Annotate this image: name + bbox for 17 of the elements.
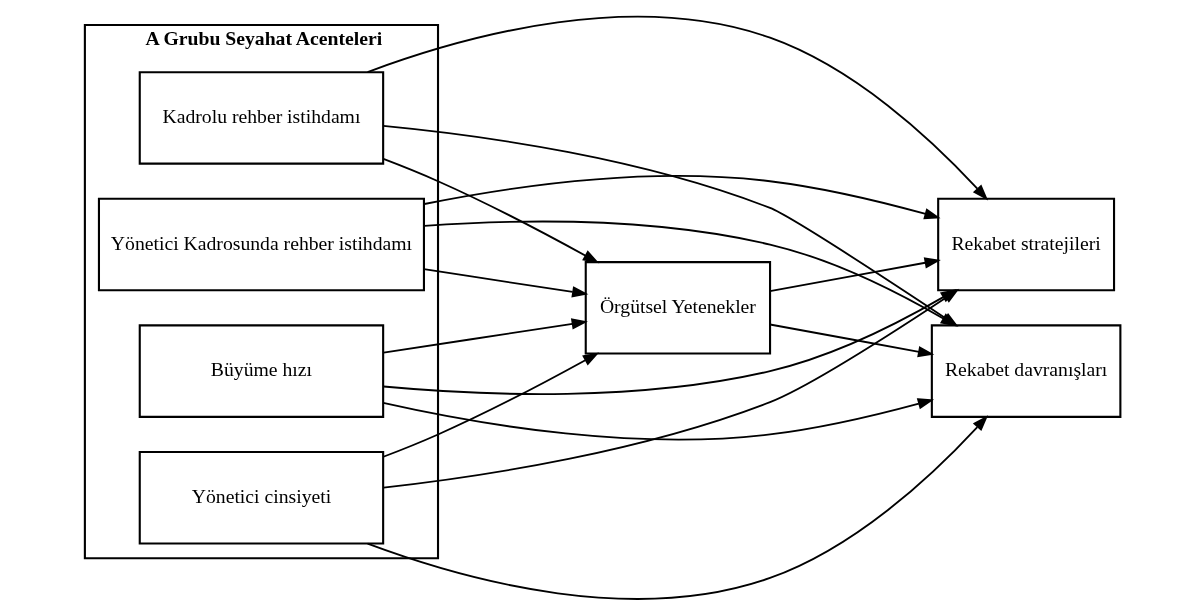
node-box: Yönetici Kadrosunda rehber istihdamı: [97, 197, 425, 292]
node-box: Kadrolu rehber istihdamı: [138, 71, 384, 165]
arrow: [381, 398, 934, 441]
node-box: Büyüme hızı: [138, 324, 384, 418]
arrow: [768, 323, 934, 358]
arrow: [423, 175, 941, 220]
node-box: Rekabet stratejileri: [936, 197, 1115, 292]
node-box: Örgütsel Yetenekler: [584, 261, 771, 355]
arrow: [382, 318, 588, 354]
arrow: [422, 268, 588, 298]
arrow: [366, 15, 988, 201]
node-box: Yönetici cinsiyeti: [138, 451, 384, 545]
node-box: Rekabet davranışları: [930, 324, 1121, 418]
arrow: [382, 158, 599, 264]
arrow: [366, 415, 988, 600]
arrow: [768, 257, 941, 293]
arrow: [382, 352, 599, 458]
